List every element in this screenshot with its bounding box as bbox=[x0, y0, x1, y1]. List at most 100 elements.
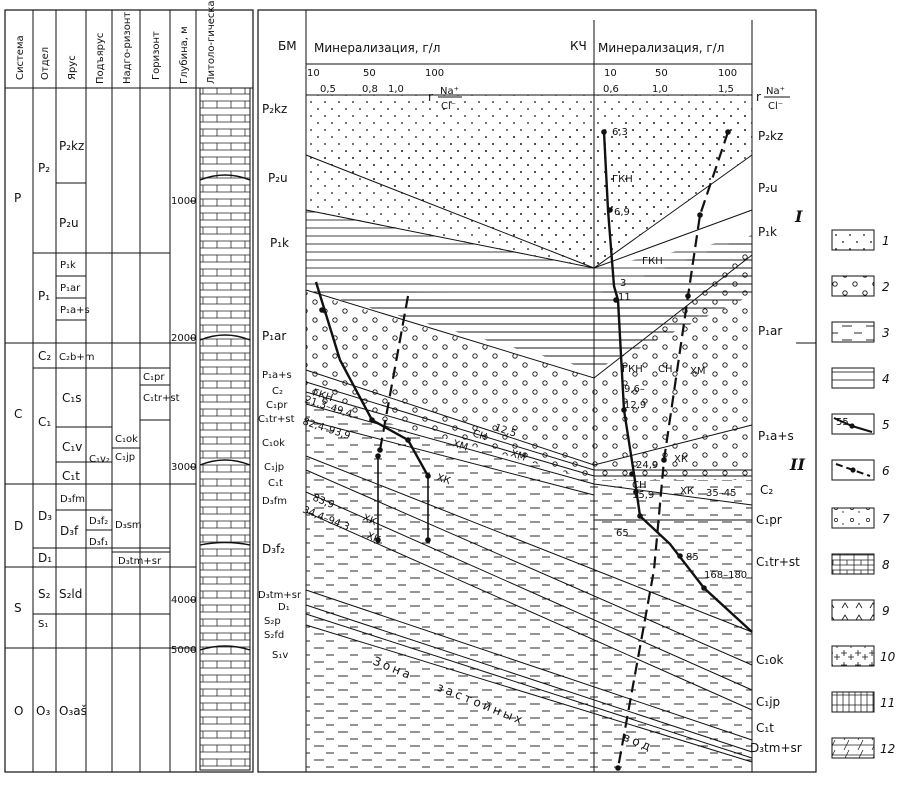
substage-D3f1: D₃f₁ bbox=[89, 537, 108, 548]
water-type-hk: ХК bbox=[435, 472, 452, 487]
kch-stratum-label: C₁ok bbox=[756, 653, 784, 667]
system-D: D bbox=[14, 519, 23, 533]
bm-stratum-label: D₁ bbox=[278, 602, 290, 613]
bm-ratio-10: 1,0 bbox=[388, 84, 404, 95]
kch-ratio-10: 1,0 bbox=[652, 84, 668, 95]
kch-value: 12,9 bbox=[624, 400, 646, 411]
bm-stratum-label: C₂ bbox=[272, 386, 283, 397]
bm-stratum-label: D₃tm+sr bbox=[258, 590, 302, 601]
legend-num-5: 5 bbox=[882, 418, 890, 432]
kch-stratum-label: C₂ bbox=[760, 483, 773, 497]
substage-C1v2: C₁v₂ bbox=[89, 454, 110, 465]
kch-value: 6,3 bbox=[612, 127, 628, 138]
stage-P1ar: P₁ar bbox=[60, 283, 81, 294]
bm-label: БМ bbox=[278, 39, 297, 53]
bm-mineral-title: Минерализация, г/л bbox=[314, 41, 440, 55]
stage-D3f: D₃f bbox=[60, 524, 79, 538]
water-type-hk: ХК bbox=[361, 513, 378, 528]
depth-2000: 2000 bbox=[171, 333, 196, 344]
stratum-boundaries bbox=[305, 154, 753, 763]
header-nadgorizont: Надго-ризонт bbox=[122, 12, 133, 84]
stage-D3fm: D₃fm bbox=[60, 494, 85, 505]
water-type-gkn: ГКН bbox=[612, 174, 633, 185]
series-P1: P₁ bbox=[38, 289, 50, 303]
depth-5000: 5000 bbox=[171, 645, 196, 656]
nadgorizont-C1ok: C₁ok bbox=[115, 434, 138, 445]
kch-value: 11 bbox=[618, 292, 631, 303]
water-type-hm: ХМ bbox=[451, 438, 469, 453]
bm-stratum-label: D₃f₂ bbox=[262, 542, 285, 556]
header-series: Отдел bbox=[40, 47, 51, 80]
bm-stratum-label: S₂p bbox=[264, 616, 281, 627]
bm-stratum-label: C₁ok bbox=[262, 438, 285, 449]
kch-stratum-label: C₁tr+st bbox=[756, 555, 800, 569]
bm-stratum-label: C₁pr bbox=[266, 400, 288, 411]
legend-num-11: 11 bbox=[880, 696, 895, 710]
kch-stratum-label: C₁pr bbox=[756, 513, 782, 527]
bm-stratum-label: D₃fm bbox=[262, 496, 287, 507]
series-D3: D₃ bbox=[38, 509, 52, 523]
stage-P1as: P₁a+s bbox=[60, 305, 90, 316]
kch-mineral-title: Минерализация, г/л bbox=[598, 41, 724, 55]
series-P2: P₂ bbox=[38, 161, 50, 175]
kch-ratio-curve bbox=[615, 129, 731, 771]
kch-value: 6,9 bbox=[614, 207, 630, 218]
legend-num-9: 9 bbox=[882, 604, 890, 618]
header-system: Система bbox=[15, 35, 26, 80]
system-C: C bbox=[14, 407, 22, 421]
stage-O3as: O₃aš bbox=[59, 704, 87, 718]
bm-ratio-num: Na⁺ bbox=[440, 86, 459, 97]
stage-C2bm: C₂b+m bbox=[59, 352, 94, 363]
bm-stratum-label: P₁a+s bbox=[262, 370, 292, 381]
legend-num-7: 7 bbox=[882, 512, 890, 526]
kch-value: 85 bbox=[686, 552, 699, 563]
bm-scale-50: 50 bbox=[363, 68, 376, 79]
kch-value: 15,9 bbox=[632, 490, 654, 501]
header-substage: Подъярус bbox=[95, 33, 106, 84]
water-type-hk: ХК bbox=[680, 486, 694, 497]
kch-stratum-label: P₁a+s bbox=[758, 429, 794, 443]
water-type-sn: СН bbox=[658, 364, 673, 375]
header-litho: Литоло-гическая колонка bbox=[206, 0, 217, 84]
system-O: O bbox=[14, 704, 23, 718]
stage-P1k: P₁k bbox=[60, 260, 76, 271]
nadgorizont-D3sm: D₃sm bbox=[115, 520, 142, 531]
series-S2: S₂ bbox=[38, 587, 51, 601]
horizon-C1trst: C₁tr+st bbox=[143, 393, 180, 404]
kch-value: 168–180 bbox=[704, 570, 747, 581]
bm-ratio-prefix: r bbox=[428, 90, 433, 104]
legend-num-4: 4 bbox=[882, 372, 890, 386]
series-C2: C₂ bbox=[38, 349, 51, 363]
kch-stratum-label: C₁t bbox=[756, 721, 774, 735]
system-S: S bbox=[14, 601, 22, 615]
kch-stratum-label: D₃tm+sr bbox=[750, 741, 802, 755]
kch-stratum-label: C₁jp bbox=[756, 695, 780, 709]
header-stage: Ярус bbox=[67, 55, 78, 80]
depth-4000: 4000 bbox=[171, 595, 196, 606]
bm-stratum-label: S₁v bbox=[272, 650, 288, 661]
nadgorizont-C1jp: C₁jp bbox=[115, 452, 135, 463]
bm-stratum-label: P₁k bbox=[270, 236, 289, 250]
water-type-sn: СН bbox=[632, 480, 647, 491]
kch-ratio-15: 1,5 bbox=[718, 84, 734, 95]
depth-ticks bbox=[190, 200, 196, 651]
bm-scale-10: 10 bbox=[307, 68, 320, 79]
bm-stratum-label: C₁t bbox=[268, 478, 283, 489]
bm-mineralization-curve bbox=[314, 281, 431, 543]
lithologic-column bbox=[199, 87, 251, 771]
kch-value: 9,6– bbox=[624, 384, 645, 395]
water-type-gkn: ГКН bbox=[622, 364, 643, 375]
substage-D3f2: D₃f₂ bbox=[89, 516, 108, 527]
bm-stratum-label: C₁jp bbox=[264, 462, 284, 473]
legend-num-12: 12 bbox=[880, 742, 895, 756]
kch-value: 35–45 bbox=[706, 488, 736, 499]
header-horizon: Горизонт bbox=[151, 31, 162, 80]
depth-3000: 3000 bbox=[171, 462, 196, 473]
stage-P2u: P₂u bbox=[59, 216, 79, 230]
water-type-hm: ХМ bbox=[509, 448, 527, 463]
depth-1000: 1000 bbox=[171, 196, 196, 207]
zone-II-marker: II bbox=[789, 455, 805, 474]
series-S1: S₁ bbox=[38, 619, 48, 630]
kch-value: 24,9 bbox=[636, 460, 658, 471]
